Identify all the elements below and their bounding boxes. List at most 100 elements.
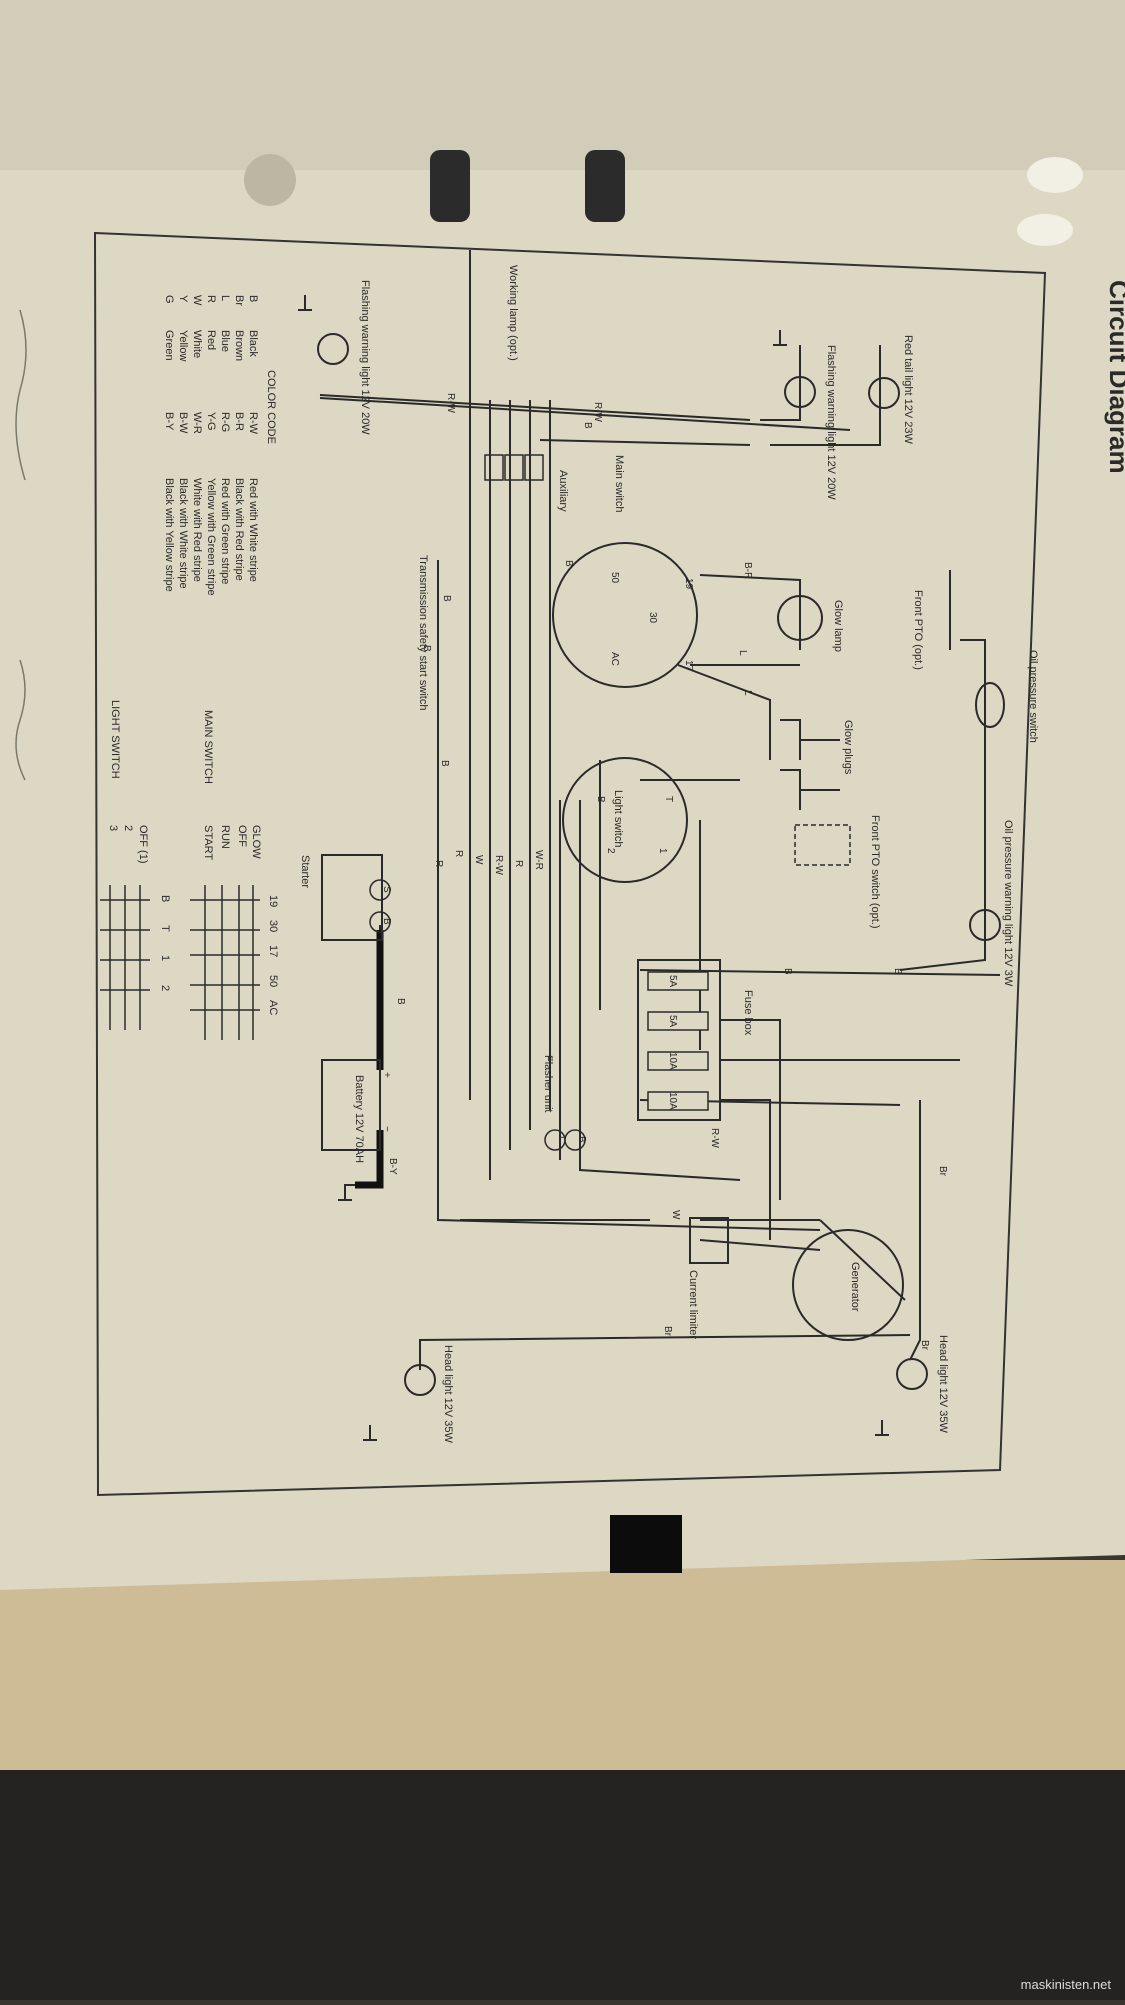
color-code-desc: White with Red stripe xyxy=(191,478,203,582)
flasher-terminal-l xyxy=(544,1129,566,1151)
light-terminal-b: B xyxy=(595,796,606,803)
label-flasher-unit: Flasher unit xyxy=(542,1055,554,1112)
wire-label: B xyxy=(395,998,406,1005)
color-code-row: Y Yellow B-W Black with White stripe xyxy=(177,295,189,589)
glow-plug-icon xyxy=(780,769,840,810)
main-table-col-label: 50 xyxy=(267,975,279,987)
head-light-left-bulb-icon xyxy=(404,1364,436,1396)
label-head-light-right: Head light 12V 35W xyxy=(937,1335,949,1433)
diagram-title: Circuit Diagram xyxy=(1104,280,1125,474)
flasher-terminal-b-label: B xyxy=(576,1136,587,1143)
label-starter: Starter xyxy=(299,855,311,888)
color-code-code: B xyxy=(247,295,259,302)
color-code-name: Black xyxy=(247,330,259,357)
main-table-row-label: START xyxy=(202,825,214,860)
wire-label: Br xyxy=(937,1166,948,1177)
component-labels: Red tail light 12V 23W Flashing warning … xyxy=(299,265,1039,1443)
light-table-grid xyxy=(100,885,150,1030)
label-oil-pressure-warning: Oil pressure warning light 12V 3W xyxy=(1002,820,1014,987)
glow-plug-icon xyxy=(780,719,840,760)
color-code-code: Br xyxy=(233,295,245,306)
wire-label: L xyxy=(737,650,748,656)
tail-light-bulb-icon xyxy=(868,377,900,409)
wire-label: W xyxy=(473,855,484,865)
color-code-code2: B-Y xyxy=(163,412,175,431)
fuse-5a-2 xyxy=(647,1011,709,1031)
main-terminal-17: 17 xyxy=(683,660,694,672)
front-pto-switch-icon xyxy=(794,824,851,866)
label-flashing-warning-front: Flashing warning light 12V 20W xyxy=(359,280,371,435)
label-red-tail-light: Red tail light 12V 23W xyxy=(902,335,914,444)
binder-ring xyxy=(430,150,470,222)
color-code-row: L Blue R-G Red with Green stripe xyxy=(219,295,231,584)
color-code-code2: R-G xyxy=(219,412,231,432)
label-front-pto-switch: Front PTO switch (opt.) xyxy=(869,815,881,929)
color-code-code2: R-W xyxy=(247,412,259,435)
light-table-row-label: OFF (1) xyxy=(137,825,149,864)
generator-icon xyxy=(792,1229,904,1341)
light-switch-body-icon xyxy=(562,757,688,883)
color-code-name: Blue xyxy=(219,330,231,352)
oil-warning-bulb-icon xyxy=(969,909,1001,941)
color-code-name: Brown xyxy=(233,330,245,361)
wire-labels: R-W R-W B B-R L L B B B W-R R R-W W R R … xyxy=(387,393,948,1351)
label-fuse-box: Fuse box xyxy=(742,990,754,1036)
wire-label: R-W xyxy=(493,855,504,876)
light-table-row-label: 3 xyxy=(107,825,119,831)
light-terminal-t: T xyxy=(663,796,674,802)
color-code-code: Y xyxy=(177,295,189,303)
wire-label: R xyxy=(453,850,464,857)
label-generator: Generator xyxy=(849,1262,861,1312)
label-auxiliary: Auxiliary xyxy=(557,470,569,512)
color-code-row: R Red Y-G Yellow with Green stripe xyxy=(205,295,217,596)
color-code-heading: COLOR CODE xyxy=(265,370,277,444)
fuse-box-outline xyxy=(637,959,721,1121)
fuse-label-4: 10A xyxy=(667,1092,678,1110)
flashing-light-front-bulb-icon xyxy=(317,333,349,365)
battery-body-icon xyxy=(321,1059,381,1151)
connector-block xyxy=(484,454,504,481)
color-code-desc: Black with Yellow stripe xyxy=(163,478,175,592)
color-code-name: Green xyxy=(163,330,175,361)
starter-terminal-b xyxy=(369,911,391,933)
color-code-table: COLOR CODE B Black R-W Red with White st… xyxy=(163,295,277,596)
main-switch-table-heading: MAIN SWITCH xyxy=(202,710,214,784)
paper-sheet xyxy=(0,0,1125,1590)
label-working-lamp: Working lamp (opt.) xyxy=(507,265,519,361)
color-code-name: Yellow xyxy=(177,330,189,361)
wire-label: B xyxy=(563,560,574,567)
main-table-row-label: OFF xyxy=(236,825,248,847)
color-code-desc: Black with Red stripe xyxy=(233,478,245,581)
color-code-code2: B-R xyxy=(233,412,245,431)
main-terminal-ac: AC xyxy=(609,652,620,666)
fuse-10a-2 xyxy=(647,1091,709,1111)
light-terminal-1: 1 xyxy=(657,848,668,854)
oil-pressure-switch-icon xyxy=(975,682,1005,728)
main-terminal-19: 19 xyxy=(683,578,694,590)
main-table-row-label: RUN xyxy=(219,825,231,849)
binder-hole xyxy=(1027,157,1083,193)
label-glow-plugs: Glow plugs xyxy=(842,720,854,775)
wire-label: B xyxy=(582,422,593,429)
light-terminal-2: 2 xyxy=(605,848,616,854)
color-code-code: G xyxy=(163,295,175,304)
color-code-desc: Red with White stripe xyxy=(247,478,259,582)
wire-label: Br xyxy=(919,1340,930,1351)
wire-label: B xyxy=(439,760,450,767)
starter-terminal-s xyxy=(369,879,391,901)
pencil-handwriting xyxy=(15,309,27,781)
main-table-col-label: 19 xyxy=(267,895,279,907)
flasher-terminal-l-label: L xyxy=(556,1136,567,1142)
color-code-name: White xyxy=(191,330,203,358)
color-code-code: W xyxy=(191,295,203,306)
fuse-10a-1 xyxy=(647,1051,709,1071)
wire-label: B-Y xyxy=(387,1158,398,1175)
light-table-col-label: 2 xyxy=(159,985,171,991)
wire-label: Br xyxy=(662,1326,673,1337)
color-code-desc: Red with Green stripe xyxy=(219,478,231,584)
color-code-row: Br Brown B-R Black with Red stripe xyxy=(233,295,245,581)
glow-lamp-icon xyxy=(777,595,823,641)
main-terminal-50: 50 xyxy=(609,572,620,584)
label-flashing-warning-rear: Flashing warning light 12V 20W xyxy=(825,345,837,500)
